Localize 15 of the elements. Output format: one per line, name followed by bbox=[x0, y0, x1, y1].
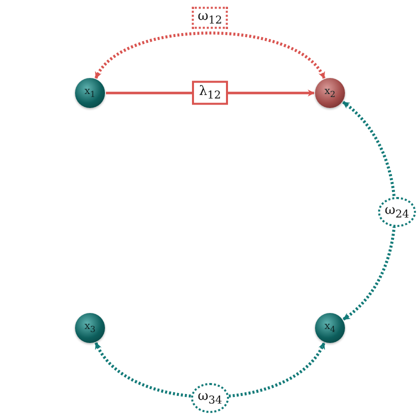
node-label: x$_{3}$ bbox=[84, 322, 96, 334]
edge-label: ω$_{12}$ bbox=[192, 6, 228, 30]
sphere-node bbox=[75, 78, 105, 108]
arrow bbox=[94, 32, 326, 79]
edge-label: ω$_{34}$ bbox=[191, 383, 229, 413]
arrow bbox=[94, 342, 326, 398]
sphere-node bbox=[315, 313, 345, 343]
node-label: x$_{2}$ bbox=[324, 87, 336, 99]
sphere-node bbox=[315, 78, 345, 108]
node-label: x$_{4}$ bbox=[324, 322, 336, 334]
sphere-node bbox=[75, 313, 105, 343]
edge-label: λ$_{12}$ bbox=[192, 80, 228, 106]
edge-label: ω$_{24}$ bbox=[378, 197, 416, 227]
arrow bbox=[342, 101, 396, 320]
node-label: x$_{1}$ bbox=[84, 87, 96, 99]
